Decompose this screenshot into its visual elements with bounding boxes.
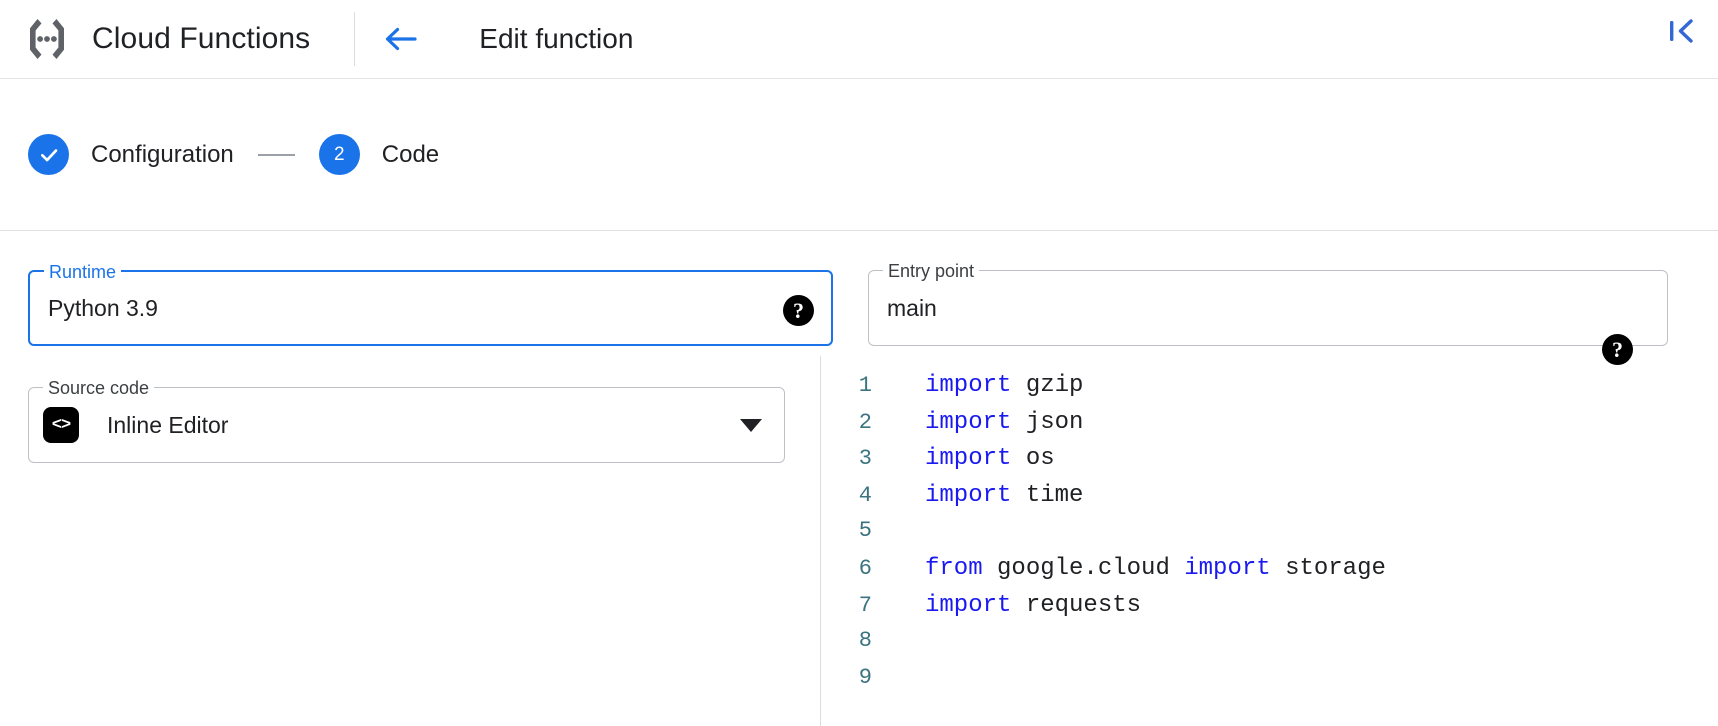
code-keyword: import: [925, 372, 1012, 399]
line-number: 6: [858, 555, 872, 581]
stepper-label-code: Code: [381, 140, 440, 168]
code-line-text[interactable]: import time: [925, 482, 1083, 509]
code-keyword: import: [925, 591, 1012, 619]
entry-point-value[interactable]: main: [887, 294, 937, 321]
code-line-text[interactable]: import requests: [925, 592, 1141, 619]
code-line-text[interactable]: from google.cloud import storage: [925, 555, 1386, 582]
collapse-panel-icon[interactable]: [1664, 14, 1698, 48]
code-keyword: import: [1184, 554, 1271, 582]
main-body: Runtime Python 3.9 ? Entry point main ? …: [0, 232, 1718, 726]
code-identifier: os: [1011, 445, 1055, 473]
code-identifier: google.cloud: [982, 554, 1185, 582]
top-header-bar: Cloud Functions Edit function: [0, 0, 1718, 79]
code-line: 9: [830, 665, 1718, 702]
source-code-label: Source code: [43, 377, 155, 399]
code-line-text[interactable]: import gzip: [925, 372, 1083, 399]
line-number: 5: [858, 518, 872, 544]
code-keyword: from: [925, 554, 983, 582]
runtime-label: Runtime: [44, 261, 122, 283]
page-title: Edit function: [479, 23, 634, 54]
panel-split-divider: [820, 356, 821, 726]
header-divider: [354, 12, 356, 66]
code-identifier: json: [1011, 408, 1084, 436]
line-number: 8: [858, 628, 872, 654]
line-number: 2: [858, 409, 872, 435]
code-line: 6 from google.cloud import storage: [830, 555, 1718, 592]
cloud-functions-braces-icon: [24, 16, 70, 62]
stepper-connector: [257, 153, 295, 156]
code-line: 8: [830, 628, 1718, 665]
code-keyword: import: [925, 481, 1012, 509]
code-line: 7 import requests: [830, 592, 1718, 629]
arrow-left-icon[interactable]: [381, 20, 419, 58]
stepper-step-code[interactable]: 2 Code: [318, 134, 440, 175]
chevron-down-icon[interactable]: [740, 418, 762, 432]
source-code-value: Inline Editor: [107, 411, 229, 438]
entry-point-input[interactable]: Entry point main ?: [868, 260, 1668, 365]
line-number: 7: [858, 592, 872, 618]
code-brackets-icon: <>: [43, 407, 79, 443]
code-line: 2 import json: [830, 409, 1718, 446]
product-title: Cloud Functions: [92, 22, 311, 55]
source-code-select[interactable]: Source code <> Inline Editor: [28, 377, 785, 463]
stepper-label-configuration: Configuration: [91, 140, 234, 168]
inline-code-editor[interactable]: 1 import gzip 2 import json 3 import os 4 impor…: [830, 372, 1718, 726]
line-number: 1: [858, 373, 872, 398]
code-line: 3 import os: [830, 445, 1718, 482]
code-identifier: gzip: [1011, 372, 1084, 399]
product-brand[interactable]: Cloud Functions: [0, 0, 310, 79]
code-keyword: import: [925, 408, 1012, 436]
wizard-stepper: Configuration 2 Code: [0, 79, 1718, 231]
code-line: 1 import gzip: [830, 372, 1718, 409]
entry-point-help-icon[interactable]: ?: [1602, 334, 1633, 365]
code-line-text[interactable]: import os: [925, 445, 1055, 472]
code-identifier: time: [1011, 481, 1084, 509]
back-navigation[interactable]: [381, 20, 419, 58]
runtime-value: Python 3.9: [48, 294, 158, 321]
code-identifier: storage: [1270, 554, 1386, 582]
stepper-step-configuration[interactable]: Configuration: [28, 134, 234, 175]
code-identifier: requests: [1011, 591, 1142, 619]
step-number-icon: 2: [318, 134, 360, 175]
code-line: 4 import time: [830, 482, 1718, 519]
code-line-text[interactable]: import json: [925, 409, 1083, 436]
code-keyword: import: [925, 445, 1012, 473]
line-number: 3: [858, 446, 872, 472]
line-number: 9: [858, 664, 872, 690]
entry-point-label: Entry point: [883, 260, 980, 282]
code-line: 5: [830, 518, 1718, 555]
check-icon: [28, 134, 69, 175]
runtime-select[interactable]: Runtime Python 3.9: [28, 261, 833, 346]
runtime-help-icon[interactable]: ?: [783, 295, 814, 326]
line-number: 4: [858, 482, 872, 508]
